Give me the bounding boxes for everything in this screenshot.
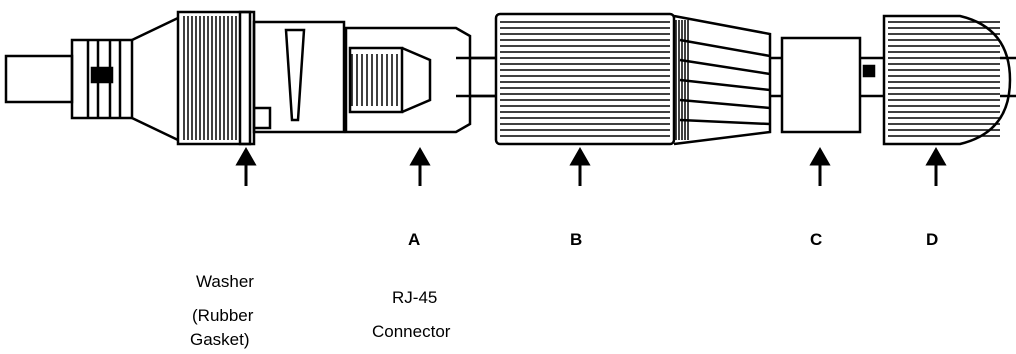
cable-tail [1000, 56, 1016, 98]
arrow-washer [235, 146, 257, 186]
rj45-connector [344, 26, 496, 134]
cable-end-left [4, 38, 134, 120]
cable-end-cone [131, 16, 179, 142]
caption-washer-line-3: Gasket) [190, 330, 250, 349]
strain-relief [673, 14, 772, 146]
label-a: A [408, 230, 421, 249]
arrow-c [809, 146, 831, 186]
plug-threaded-body [176, 10, 256, 146]
arrow-a [409, 146, 431, 186]
cable-a-b [456, 56, 496, 98]
caption-rj45-line-1: RJ-45 [392, 288, 438, 307]
caption-washer-line-1: Washer [196, 272, 254, 291]
label-c: C [810, 230, 823, 249]
caption-rj45-line-2: Connector [372, 322, 451, 341]
end-cap-d [882, 14, 1012, 146]
caption-washer-line-2: (Rubber [192, 306, 254, 325]
arrow-d [925, 146, 947, 186]
grooved-sleeve-b [494, 12, 676, 146]
washer-rubber-gasket [252, 20, 346, 134]
arrow-b [569, 146, 591, 186]
plain-sleeve-c [780, 36, 862, 134]
label-b: B [570, 230, 583, 249]
cable-c-d [860, 56, 884, 98]
cable-relief-c [770, 56, 782, 98]
label-d: D [926, 230, 939, 249]
